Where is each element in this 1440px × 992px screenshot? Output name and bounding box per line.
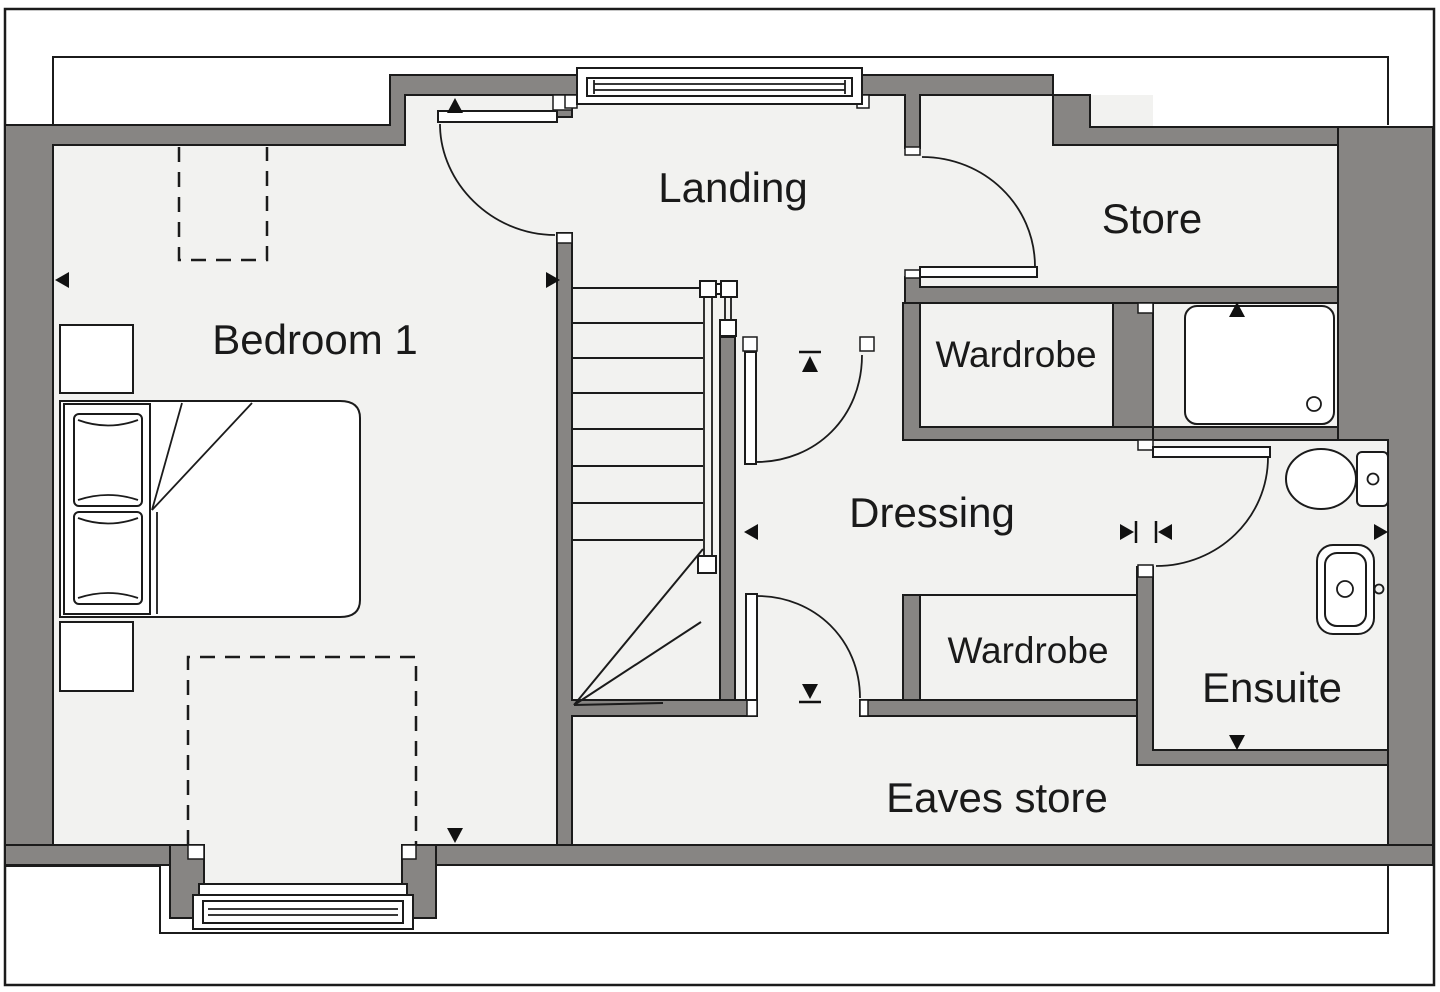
label-bedroom1: Bedroom 1 <box>212 316 417 363</box>
wall-dressing-south <box>859 699 1154 717</box>
store-door <box>919 156 1038 278</box>
wall-landing-store-north <box>856 74 1341 149</box>
label-landing: Landing <box>658 164 807 211</box>
arrow-pair-right-icon <box>1120 524 1134 540</box>
newel-post <box>719 319 737 337</box>
eaves-line-top <box>52 56 1389 125</box>
wardrobe-box-upper <box>919 302 1114 428</box>
ensuite-east-arrow-icon <box>1374 524 1388 540</box>
label-eaves: Eaves store <box>886 774 1108 821</box>
markers <box>55 98 1388 843</box>
label-wardrobe2: Wardrobe <box>947 630 1108 671</box>
dashed-outline-upper <box>177 147 269 262</box>
dashed-outline-lower <box>186 655 418 845</box>
west-arrow-icon <box>55 272 69 288</box>
wall-south-band-west <box>4 844 171 866</box>
staircase <box>572 280 738 706</box>
pillow <box>73 413 143 507</box>
bedroom-dormer-window <box>192 883 414 930</box>
bedroom-arrow-down-icon <box>447 828 463 843</box>
bedroom-door-arrow-up-icon <box>447 98 463 113</box>
basin-tap <box>1373 583 1385 595</box>
slope-down-arrow-icon <box>802 684 818 699</box>
wash-basin <box>1316 544 1385 635</box>
shower-tray <box>1184 305 1335 425</box>
wall-wardrobe2-west <box>902 594 921 717</box>
double-bed <box>59 400 361 618</box>
shower-arrow-up-icon <box>1229 302 1245 317</box>
stair-treads <box>572 287 704 706</box>
dressing-west-arrow-icon <box>744 524 758 540</box>
arrow-pair-left-icon <box>1158 524 1172 540</box>
room-labels: Bedroom 1 Landing Store Wardrobe Dressin… <box>212 164 1342 821</box>
wardrobe-box-lower <box>919 594 1138 701</box>
bedroom-door <box>437 110 558 236</box>
ensuite-arrow-down-icon <box>1229 735 1245 750</box>
eaves-store-door <box>745 593 861 701</box>
label-store: Store <box>1102 195 1202 242</box>
pillow <box>73 511 143 605</box>
bedside-table-lower <box>59 621 134 692</box>
dressing-door <box>744 351 863 465</box>
handrail <box>697 280 738 574</box>
flush-button <box>1366 472 1380 486</box>
newel-post <box>697 555 717 574</box>
label-ensuite: Ensuite <box>1202 664 1342 711</box>
slope-up-arrow-icon <box>802 356 818 372</box>
winder-tread <box>573 548 704 706</box>
shower-drain <box>1306 396 1322 412</box>
ensuite-door <box>1152 446 1271 567</box>
stair-arrow-icon <box>546 272 560 288</box>
cistern <box>1356 451 1389 507</box>
wall-south-band <box>435 844 1434 866</box>
bedside-table-upper <box>59 324 134 394</box>
newel-post <box>699 280 717 298</box>
winder-tread <box>573 621 702 706</box>
label-dressing: Dressing <box>849 489 1015 536</box>
winder-tread <box>573 702 664 706</box>
newel-post <box>720 280 738 298</box>
basin-drain <box>1336 580 1354 598</box>
label-wardrobe1: Wardrobe <box>935 334 1096 375</box>
landing-dormer-window <box>576 67 863 105</box>
toilet <box>1285 448 1389 510</box>
door-jambs <box>187 94 1154 860</box>
wall-stair-dressing <box>719 336 736 701</box>
wall-wardrobe1-east <box>1112 302 1154 428</box>
doors <box>437 110 1271 701</box>
